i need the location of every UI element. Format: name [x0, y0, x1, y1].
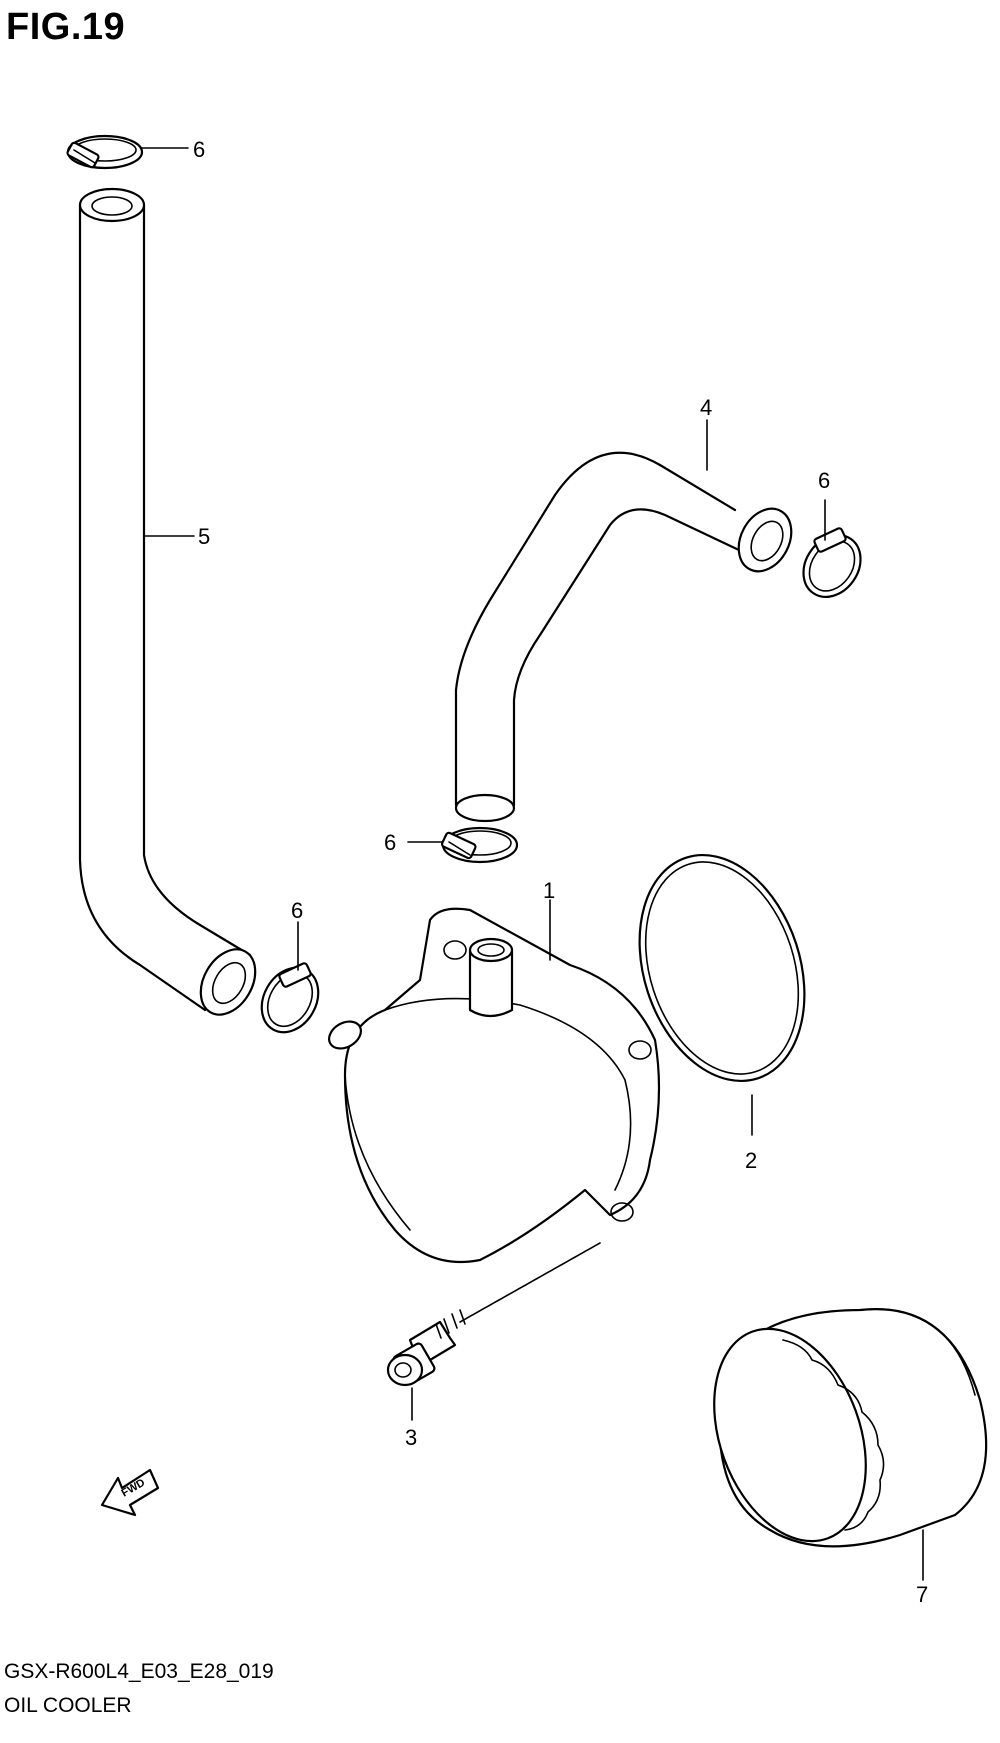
figure-code: GSX-R600L4_E03_E28_019 — [4, 1660, 274, 1683]
callout-labels: 1 2 3 4 5 6 6 6 6 7 — [193, 137, 928, 1607]
callout-6-left: 6 — [291, 898, 303, 923]
figure-name: OIL COOLER — [4, 1694, 132, 1717]
hose-4[interactable] — [454, 451, 802, 823]
fwd-arrow-icon: FWD — [100, 1468, 160, 1517]
callout-6-center: 6 — [384, 830, 396, 855]
callout-3: 3 — [405, 1425, 417, 1450]
hose-clamp-center[interactable] — [441, 826, 519, 864]
callout-6-right: 6 — [818, 468, 830, 493]
oil-filter[interactable] — [687, 1308, 988, 1563]
callout-1: 1 — [543, 878, 555, 903]
leader-lines — [141, 147, 924, 1581]
callout-5: 5 — [198, 524, 210, 549]
callout-4: 4 — [700, 395, 712, 420]
callout-6-top-left: 6 — [193, 137, 205, 162]
o-ring[interactable] — [612, 834, 832, 1103]
oil-cooler[interactable] — [324, 907, 661, 1264]
callout-7: 7 — [916, 1582, 928, 1607]
callout-2: 2 — [745, 1148, 757, 1173]
bolt[interactable] — [386, 1242, 601, 1387]
hose-5[interactable] — [78, 187, 266, 1024]
hose-clamp-top-left[interactable] — [66, 134, 144, 170]
hose-clamp-left[interactable] — [250, 958, 329, 1043]
hose-clamp-right[interactable] — [792, 524, 872, 608]
figure-title: FIG.19 — [6, 6, 126, 48]
